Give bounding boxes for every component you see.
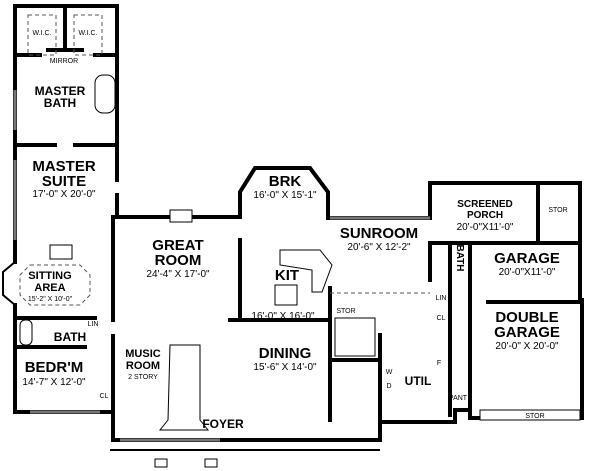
bedroom-dim: 14'-7" X 12'-0" [22,377,86,388]
mirror-label: MIRROR [50,58,78,65]
lin-label: LIN [88,321,99,328]
garage-dim: 20'-0"X11'-0" [499,267,556,278]
master-suite-label: MASTER [32,158,96,175]
util-label: UTIL [405,374,432,388]
kitchen-label: KIT [275,267,299,284]
sitting-area-dim: 15'-2" X 10'-0" [28,296,73,303]
brk-label: BRK [269,173,302,190]
master-suite-dim: 17'-0" X 20'-0" [32,189,96,200]
wic-label-1: W.I.C. [32,30,51,37]
double-garage-dim: 20'-0" X 20'-0" [495,341,559,352]
fixtures [19,14,581,468]
screened-porch-dim: 20'-0"X11'-0" [457,222,514,233]
garage-storage [479,409,581,421]
washer-label: W [386,369,393,376]
sunroom-dim: 20'-6" X 12'-2" [347,242,411,253]
wic-outline-1 [27,14,57,56]
back-stair [334,317,376,357]
kitchen-counter [279,249,333,293]
sunroom-label: SUNROOM [340,225,418,242]
sitting-area-label: SITTING [28,270,71,282]
dining-label: DINING [259,345,312,362]
master-bath-label: MASTER [35,84,86,98]
master-suite-label-2: SUITE [42,173,86,190]
dryer-label: D [386,383,391,390]
double-garage-label-2: GARAGE [494,324,560,341]
closet-label: CL [100,393,109,400]
wic-label-2: W.I.C. [78,30,97,37]
great-room-label: GREAT [152,237,203,254]
sitting-area-outline [19,264,91,306]
bathtub-bedroom [19,319,33,346]
stor-label-mid: STOR [336,308,355,315]
great-room-label-2: ROOM [155,252,202,269]
porch-column-1 [154,458,168,468]
bath-label: BATH [54,330,86,344]
room-labels: W.I.C. W.I.C. MIRROR MASTER BATH MASTER … [22,30,567,431]
staircase [158,344,210,431]
kitchen-dim: 16'-0" X 16'-0" [251,311,315,322]
sitting-fireplace [49,244,73,260]
screened-porch-label-2: PORCH [467,210,503,221]
brk-dim: 16'-0" X 15'-1" [253,190,317,201]
master-bath-label-2: BATH [44,96,76,110]
bathtub [94,74,116,114]
fireplace [169,209,193,223]
porch-column-2 [204,458,218,468]
screened-porch-label: SCREENED [457,199,513,210]
closet-label-right: CL [437,315,446,322]
music-room-label: MUSIC [125,348,161,360]
great-room-dim: 24'-4" X 17'-0" [146,269,210,280]
garage-label: GARAGE [494,250,560,267]
music-room-note: 2 STORY [128,374,158,381]
pantry-label: PANT [449,395,468,402]
bath-label-right: BATH [454,244,465,271]
kitchen-island [274,284,298,306]
stor-label-garage: STOR [525,413,544,420]
sitting-area-label-2: AREA [34,282,65,294]
double-garage-label: DOUBLE [495,309,558,326]
freezer-label: F [437,360,441,367]
wic-outline-2 [73,14,103,56]
lin-label-right: LIN [436,295,447,302]
stor-label-porch: STOR [548,207,567,214]
music-room-label-2: ROOM [126,360,160,372]
bedroom-label: BEDR'M [25,359,84,376]
dining-dim: 15'-6" X 14'-0" [253,362,317,373]
foyer-label: FOYER [202,417,244,431]
